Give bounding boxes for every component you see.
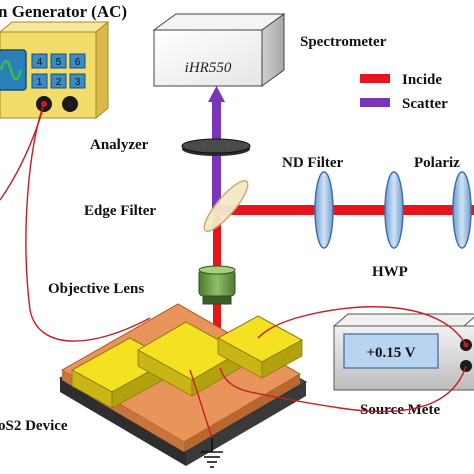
key-3[interactable] bbox=[69, 73, 86, 89]
scattered-beam-arrowhead bbox=[208, 86, 225, 102]
key-3-label: 3 bbox=[75, 77, 81, 88]
legend: Incide Scatter bbox=[360, 72, 448, 112]
half-wave-plate: HWP bbox=[372, 171, 408, 280]
electrode-middle bbox=[136, 321, 242, 397]
mos2-device: oS2 Device bbox=[0, 303, 308, 466]
function-generator-label: n Generator (AC) bbox=[0, 2, 127, 21]
key-5-label: 5 bbox=[56, 57, 62, 68]
legend-incident-label: Incide bbox=[402, 72, 442, 88]
key-1[interactable] bbox=[31, 73, 48, 89]
function-generator: n Generator (AC) 4 5 6 1 2 3 bbox=[0, 2, 127, 120]
hwp-label: HWP bbox=[372, 264, 408, 280]
nd-filter-label: ND Filter bbox=[282, 155, 344, 171]
legend-incident-swatch bbox=[360, 74, 390, 83]
key-6-label: 6 bbox=[75, 57, 81, 68]
electrode-right bbox=[216, 315, 304, 379]
key-4[interactable] bbox=[31, 53, 48, 69]
legend-scattered-label: Scatter bbox=[402, 96, 448, 112]
wire-generator-to-device bbox=[25, 103, 151, 342]
legend-scattered-swatch bbox=[360, 98, 390, 107]
key-5[interactable] bbox=[50, 53, 67, 69]
key-1-label: 1 bbox=[37, 77, 43, 88]
objective-lens-label: Objective Lens bbox=[48, 281, 144, 297]
wire-generator-to-left bbox=[0, 111, 43, 201]
generator-screen bbox=[0, 49, 27, 91]
sine-wave-icon bbox=[0, 59, 23, 81]
source-meter-readout: +0.15 V bbox=[366, 345, 415, 361]
wires bbox=[0, 103, 467, 439]
generator-keypad: 4 5 6 1 2 3 bbox=[31, 53, 86, 89]
objective-lens: Objective Lens bbox=[48, 265, 236, 305]
spectrometer: iHR550 Spectrometer bbox=[152, 13, 387, 87]
key-2-label: 2 bbox=[56, 77, 62, 88]
edge-filter: Edge Filter bbox=[84, 180, 249, 232]
source-meter-display bbox=[343, 333, 439, 369]
ground-icon bbox=[201, 438, 223, 468]
wire-meter-to-device-top bbox=[257, 306, 467, 346]
polarizer-label: Polariz bbox=[414, 155, 460, 171]
key-4-label: 4 bbox=[37, 57, 43, 68]
edge-filter-label: Edge Filter bbox=[84, 203, 156, 219]
analyzer-label: Analyzer bbox=[90, 137, 149, 153]
nd-filter: ND Filter bbox=[282, 155, 344, 249]
incident-beam-horizontal bbox=[214, 205, 474, 215]
wire-device-to-ground bbox=[189, 369, 213, 439]
device-label: oS2 Device bbox=[0, 418, 68, 434]
spectrometer-label: Spectrometer bbox=[300, 34, 387, 50]
polarizer: Polariz bbox=[414, 155, 472, 249]
key-6[interactable] bbox=[69, 53, 86, 69]
analyzer: Analyzer bbox=[90, 137, 251, 156]
wire-meter-to-device-bottom bbox=[219, 365, 467, 413]
key-2[interactable] bbox=[50, 73, 67, 89]
spectrometer-brand: iHR550 bbox=[185, 60, 232, 76]
source-meter: +0.15 V Source Mete bbox=[332, 313, 474, 418]
